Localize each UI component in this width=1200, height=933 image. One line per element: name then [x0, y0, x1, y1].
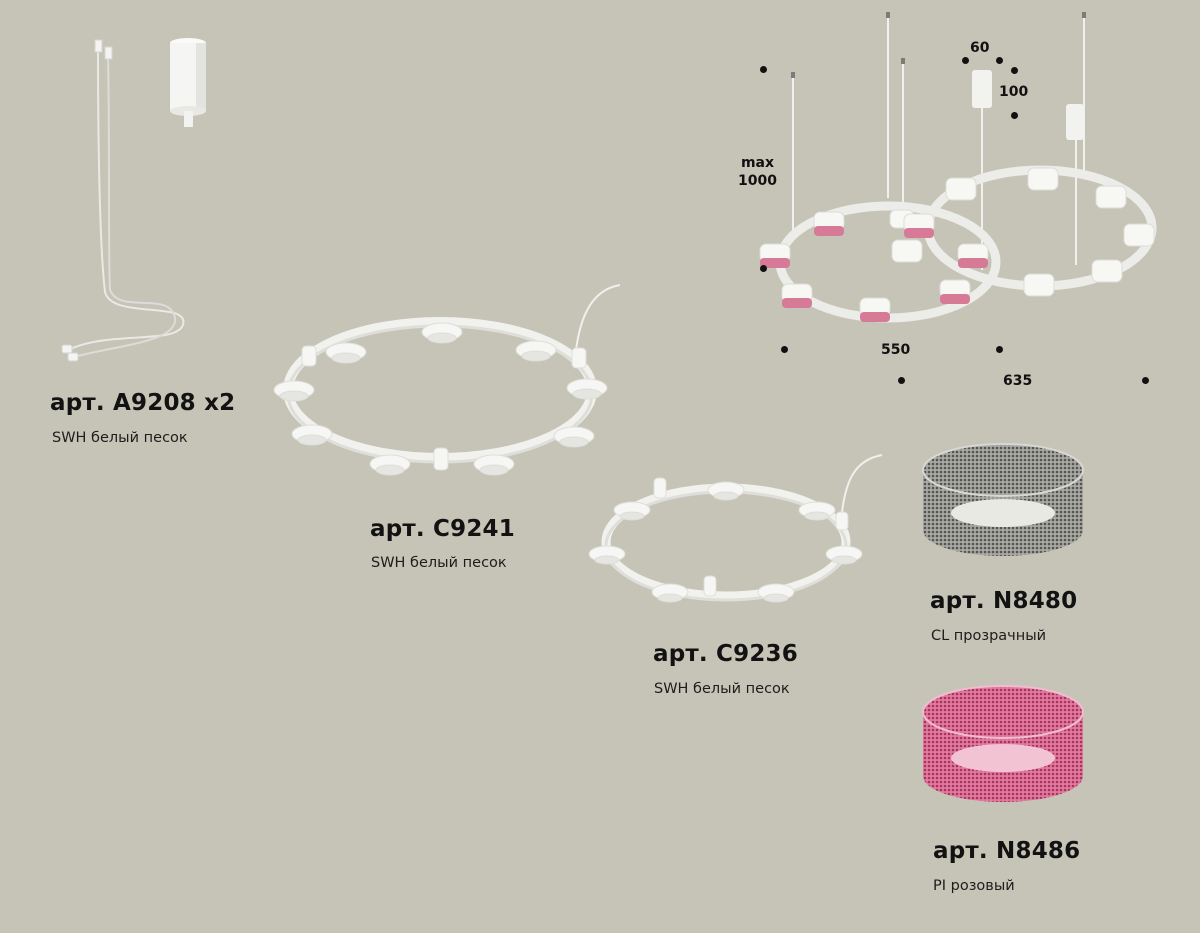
product-article: арт. C9241: [370, 516, 515, 542]
dimension-marker: [1011, 112, 1018, 119]
canopy-height-label: 100: [999, 84, 1029, 100]
ring-track-small-image: [588, 454, 883, 603]
dimension-marker: [760, 66, 767, 73]
dimension-marker: [898, 377, 905, 384]
pink-crystal-shade-image: [922, 685, 1084, 802]
ring-track-large-image: [273, 284, 621, 476]
small-ring-diameter-label: 550: [881, 342, 911, 358]
clear-crystal-shade-image: [922, 443, 1084, 556]
dimension-marker: [962, 57, 969, 64]
product-finish: PI розовый: [933, 878, 1015, 894]
product-article: арт. C9236: [653, 641, 798, 667]
product-article: арт. N8480: [930, 588, 1078, 614]
product-finish: SWH белый песок: [654, 681, 790, 697]
dimension-marker: [781, 346, 788, 353]
product-article: арт. N8486: [933, 838, 1081, 864]
product-article: арт. A9208 x2: [50, 390, 236, 416]
suspension-cable-image: [61, 39, 185, 362]
product-finish: SWH белый песок: [52, 430, 188, 446]
product-finish: CL прозрачный: [931, 628, 1047, 644]
max-height-label: max 1000: [738, 155, 777, 189]
large-ring-diameter-label: 635: [1003, 373, 1033, 389]
dimension-marker: [996, 346, 1003, 353]
canopy-width-label: 60: [970, 40, 990, 56]
assembled-chandelier-image: [759, 12, 1157, 323]
ceiling-canopy-image: [170, 38, 206, 127]
dimension-marker: [1142, 377, 1149, 384]
dimension-marker: [996, 57, 1003, 64]
product-finish: SWH белый песок: [371, 555, 507, 571]
dimension-marker: [760, 265, 767, 272]
dimension-marker: [1011, 67, 1018, 74]
